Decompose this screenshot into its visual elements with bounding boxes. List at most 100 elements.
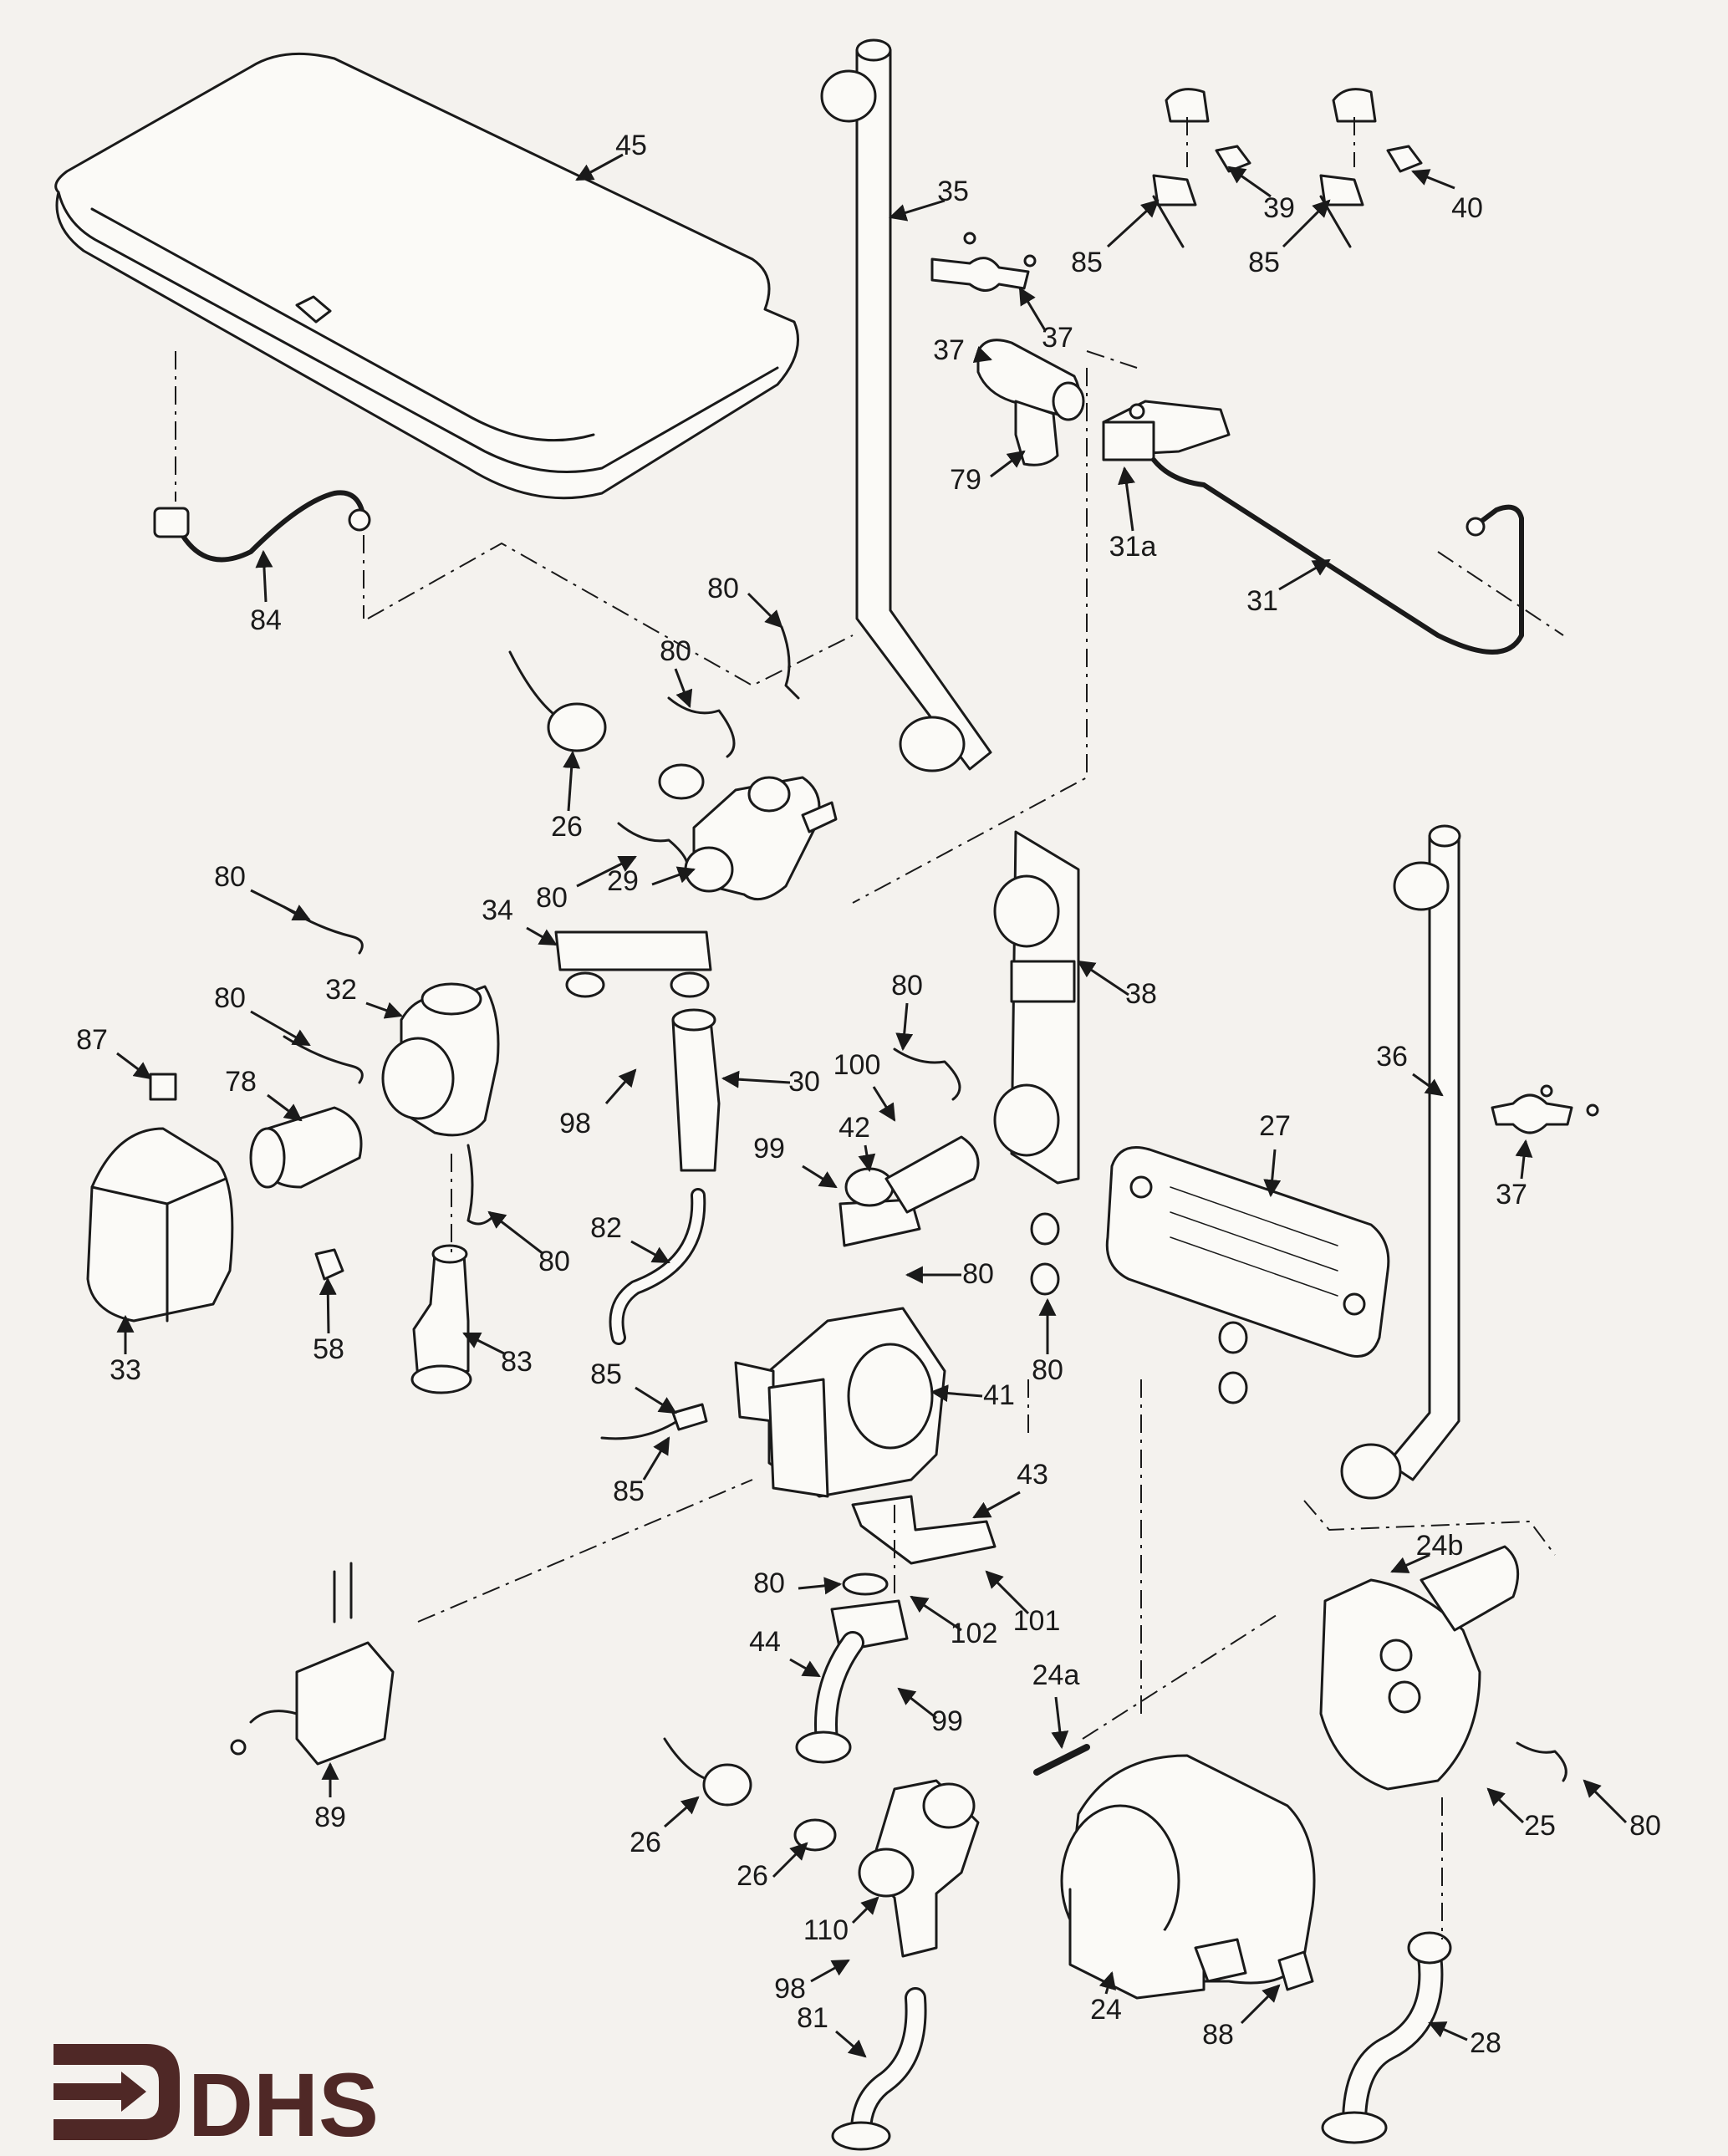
flow-pipe-shape: [820, 38, 992, 772]
leader-retaining-clip: [576, 855, 637, 888]
leader-pipe-clamp: [1018, 287, 1047, 331]
part-label-valve: 110: [803, 1914, 849, 1946]
leader-pipe: [1428, 2021, 1468, 2041]
pipe-clamp-right-shape: [1491, 1084, 1599, 1134]
leader-retaining-clip: [895, 1002, 914, 1052]
part-label-clip: 85: [1071, 247, 1103, 278]
part-label-thermistor: 26: [630, 1827, 661, 1858]
flow-sensor-shape: [671, 1008, 721, 1172]
part-label-gas-valve: 41: [983, 1379, 1015, 1411]
part-label-pump: 24: [1090, 1994, 1122, 2026]
retaining-clip-shape: [893, 1047, 961, 1101]
leader-bracket: [972, 1491, 1021, 1519]
leader-retaining-clip: [250, 889, 311, 921]
leader-support-bracket: [1077, 960, 1129, 996]
sensor-clip-group-left: [1152, 88, 1251, 248]
part-label-pipe: 82: [590, 1212, 622, 1244]
part-label-capillary-pipe: 31: [1246, 585, 1278, 617]
part-label-gas-inlet: 42: [839, 1112, 870, 1144]
connector-shape: [149, 1073, 177, 1101]
leader-screw: [802, 1165, 838, 1189]
thermistor-shape: [508, 650, 705, 800]
leader-pump: [1098, 1970, 1117, 1995]
retaining-clip-shape: [780, 625, 800, 700]
leader-screw: [897, 1687, 937, 1720]
leader-pipe-clamp: [1515, 1139, 1533, 1180]
leader-flow-pipe: [888, 199, 946, 222]
part-label-pipe-clamp: 37: [1496, 1179, 1527, 1211]
leader-retaining-clip: [1583, 1779, 1628, 1824]
leader-screw: [810, 1959, 850, 1983]
leader-expansion-vessel: [575, 153, 624, 181]
leader-pump-body: [1486, 1787, 1525, 1824]
pipe-clamp-shape: [930, 232, 1037, 292]
part-label-valve-body: 29: [607, 865, 639, 897]
valve-body-shape: [684, 776, 838, 901]
leader-pump-head: [1390, 1553, 1430, 1573]
leader-pipe-fitting: [462, 1332, 507, 1356]
pipe-inner: [611, 1190, 704, 1343]
logo-text: DHS: [188, 2054, 379, 2155]
plate-heat-exchanger-shape: [1105, 1146, 1390, 1358]
leader-return-pipe: [1412, 1073, 1444, 1097]
o-ring-shape: [1030, 1212, 1060, 1246]
part-label-o-ring: 80: [753, 1567, 785, 1599]
part-label-flow-sensor: 30: [788, 1066, 820, 1098]
leader-connector: [642, 1436, 670, 1481]
valve-elbow-shape: [976, 339, 1085, 466]
gas-inlet-shape: [839, 1135, 980, 1247]
valve-lower-shape: [858, 1779, 980, 1958]
sensor-clip-group-right: [1319, 88, 1423, 248]
part-label-retaining-clip: 80: [1629, 1810, 1661, 1842]
part-label-pipe: 28: [1470, 2027, 1501, 2059]
part-label-pump-connector: 88: [1202, 2019, 1234, 2051]
pipe-shape: [609, 1188, 706, 1345]
leader-valve: [972, 346, 992, 363]
part-label-bracket: 43: [1017, 1459, 1048, 1491]
part-label-clip: 85: [1248, 247, 1280, 278]
leader-valve-body: [651, 866, 696, 886]
leader-connector: [116, 1052, 152, 1080]
part-label-connector: 85: [613, 1476, 645, 1507]
leader-o-ring: [798, 1577, 843, 1595]
leader-pump-connector: [1240, 1984, 1281, 2025]
diverter-valve-shape: [381, 982, 500, 1137]
bleed-screw-shape: [1033, 1744, 1090, 1776]
pump-connector-shape: [1277, 1950, 1314, 1991]
leader-wire: [635, 1386, 677, 1414]
leader-diverter-valve: [365, 1002, 403, 1019]
part-label-valve: 37: [933, 334, 965, 366]
part-label-screw: 99: [753, 1133, 785, 1165]
part-label-actuator-cover: 33: [110, 1354, 141, 1386]
o-ring-shape: [842, 1572, 889, 1596]
part-label-expansion-vessel: 45: [615, 130, 647, 161]
part-label-o-ring: 80: [1032, 1354, 1063, 1386]
flexible-hose-shape: [153, 490, 371, 563]
part-label-retaining-clip: 80: [536, 882, 568, 914]
leader-retaining-clip: [747, 592, 783, 629]
retaining-clip-shape: [667, 696, 736, 758]
part-label-flexible-hose: 84: [250, 604, 282, 636]
manifold-shape: [554, 930, 712, 998]
leader-retaining-clip: [250, 1010, 311, 1047]
part-label-screw: 98: [559, 1108, 591, 1139]
pipe-28-shape: [1321, 1931, 1452, 2144]
brand-logo: DHS: [54, 2044, 379, 2155]
part-label-screw: 102: [951, 1618, 998, 1649]
part-label-screw: 99: [931, 1705, 963, 1737]
part-label-connector: 87: [76, 1024, 108, 1056]
actuator-shape: [249, 1106, 363, 1189]
leader-flow-sensor: [721, 1070, 791, 1088]
part-label-thermistor: 26: [737, 1860, 768, 1892]
part-label-retaining-clip: 80: [214, 861, 246, 893]
leader-capillary-pipe: [1278, 558, 1331, 591]
leader-drain-plug: [319, 1277, 337, 1334]
leader-retaining-clip: [674, 668, 693, 708]
leader-gas-valve: [930, 1384, 983, 1403]
leader-screw: [910, 1595, 962, 1632]
leader-plate-heat-exchanger: [1263, 1149, 1282, 1198]
part-label-screw: 101: [1013, 1605, 1061, 1637]
o-ring-shape: [1218, 1321, 1248, 1354]
arrow-into-bracket-icon: [54, 2044, 180, 2140]
